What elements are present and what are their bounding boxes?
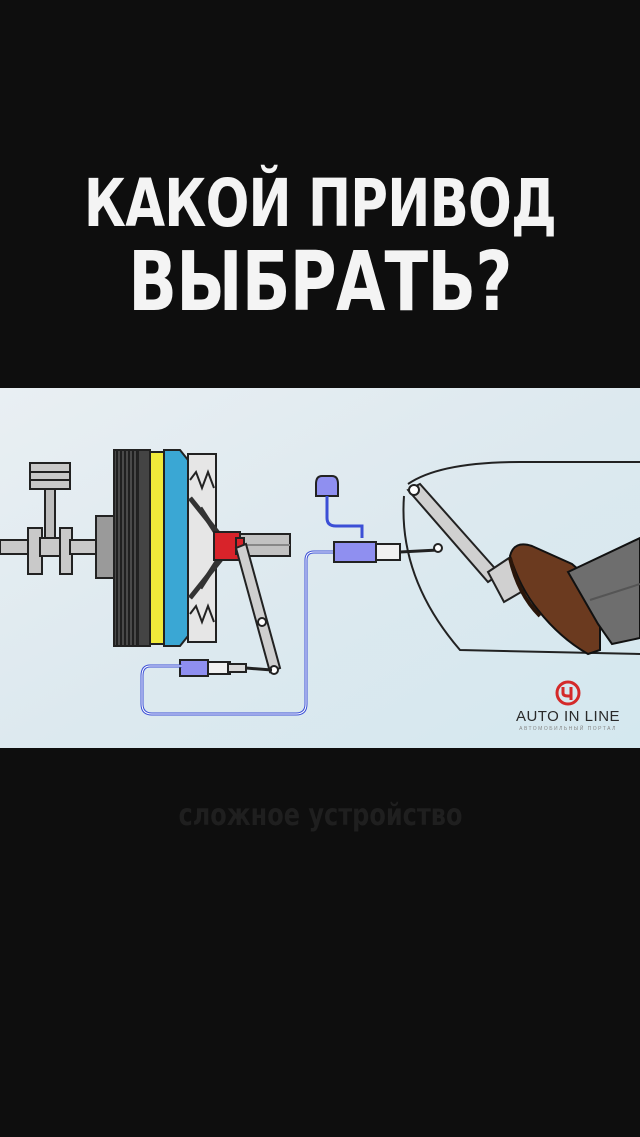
fluid-reservoir-icon — [315, 475, 364, 538]
caption-text: сложное устройство — [178, 798, 462, 833]
slave-cylinder-icon — [179, 659, 273, 677]
release-fork-icon — [234, 542, 282, 675]
flywheel-icon — [95, 449, 151, 647]
trouser-icon — [566, 536, 640, 646]
page-title: КАКОЙ ПРИВОД ВЫБРАТЬ? — [0, 168, 640, 328]
pressure-spring-icon — [189, 469, 215, 625]
clutch-disc-icon — [149, 449, 217, 647]
piston-icon — [0, 462, 101, 575]
title-line-1: КАКОЙ ПРИВОД — [83, 165, 557, 242]
master-cylinder-icon — [333, 541, 439, 563]
title-line-2: ВЫБРАТЬ? — [128, 235, 512, 331]
brand-logo: AUTO IN LINE АВТОМОБИЛЬНЫЙ ПОРТАЛ — [498, 680, 638, 732]
brand-name: AUTO IN LINE — [515, 708, 621, 725]
clutch-illustration — [0, 388, 640, 748]
letter-u-circle-icon — [555, 680, 581, 706]
subtitle-caption: сложное устройство — [0, 798, 640, 833]
pedal-box-outline — [407, 461, 640, 485]
brand-tagline: АВТОМОБИЛЬНЫЙ ПОРТАЛ — [519, 726, 617, 732]
